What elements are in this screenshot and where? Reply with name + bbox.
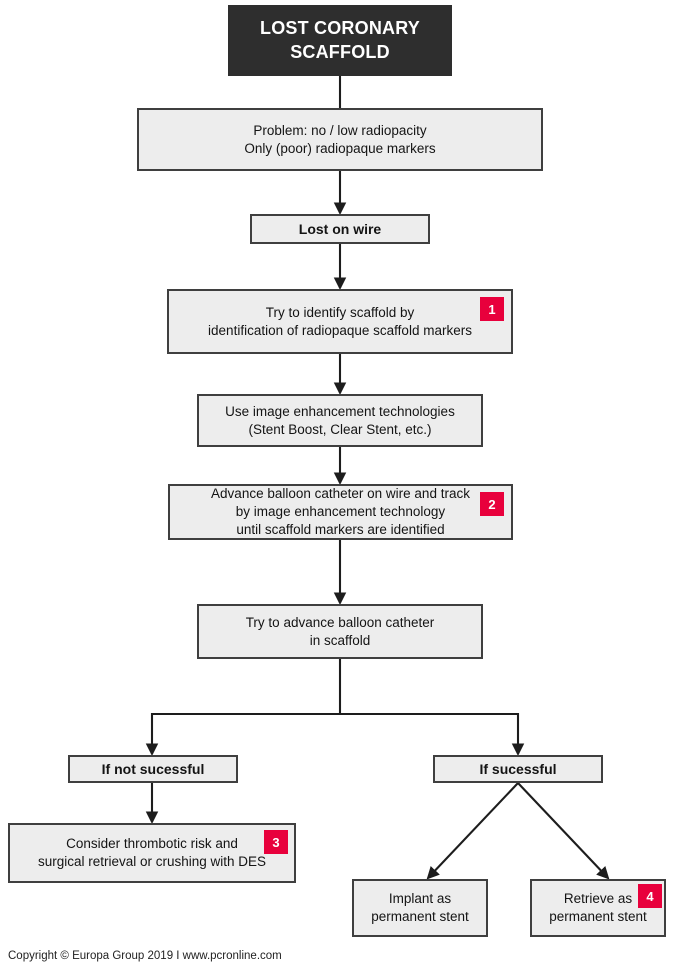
node-identify-scaffold: Try to identify scaffold by identificati… bbox=[167, 289, 513, 354]
node-if-not-successful: If not sucessful bbox=[68, 755, 238, 783]
copyright-footer: Copyright © Europa Group 2019 I www.pcro… bbox=[8, 950, 282, 962]
badge-step-3-label: 3 bbox=[272, 834, 280, 850]
node-implant-permanent-stent: Implant as permanent stent bbox=[352, 879, 488, 937]
badge-step-1: 1 bbox=[480, 297, 504, 321]
node-retrieve-permanent-stent: Retrieve as permanent stent bbox=[530, 879, 666, 937]
node-image-enhancement: Use image enhancement technologies (Sten… bbox=[197, 394, 483, 447]
node-retrieve-permanent-stent-text: Retrieve as permanent stent bbox=[549, 891, 647, 924]
badge-step-3: 3 bbox=[264, 830, 288, 854]
node-advance-balloon-track: Advance balloon catheter on wire and tra… bbox=[168, 484, 513, 540]
badge-step-2-label: 2 bbox=[488, 496, 496, 512]
badge-step-1-label: 1 bbox=[488, 301, 496, 317]
node-title-text: LOST CORONARY SCAFFOLD bbox=[260, 18, 420, 62]
badge-step-2: 2 bbox=[480, 492, 504, 516]
node-image-enhancement-text: Use image enhancement technologies (Sten… bbox=[225, 403, 455, 437]
node-advance-balloon-scaffold: Try to advance balloon catheter in scaff… bbox=[197, 604, 483, 659]
node-consider-thrombotic-risk-text: Consider thrombotic risk and surgical re… bbox=[37, 836, 267, 869]
node-lost-on-wire-text: Lost on wire bbox=[298, 220, 382, 237]
node-identify-scaffold-text: Try to identify scaffold by identificati… bbox=[208, 304, 472, 338]
node-problem: Problem: no / low radiopacity Only (poor… bbox=[137, 108, 543, 171]
node-implant-permanent-stent-text: Implant as permanent stent bbox=[371, 891, 469, 924]
node-advance-balloon-track-text: Advance balloon catheter on wire and tra… bbox=[211, 486, 470, 537]
edge-successful-to-implant bbox=[426, 782, 519, 880]
badge-step-4-label: 4 bbox=[646, 888, 654, 904]
node-advance-balloon-scaffold-text: Try to advance balloon catheter in scaff… bbox=[245, 614, 435, 648]
node-consider-thrombotic-risk: Consider thrombotic risk and surgical re… bbox=[8, 823, 296, 883]
badge-step-4: 4 bbox=[638, 884, 662, 908]
node-lost-on-wire: Lost on wire bbox=[250, 214, 430, 244]
node-if-not-successful-text: If not sucessful bbox=[101, 760, 205, 777]
node-if-successful: If sucessful bbox=[433, 755, 603, 783]
edge-successful-to-retrieve bbox=[517, 782, 610, 880]
node-lost-coronary-scaffold: LOST CORONARY SCAFFOLD bbox=[228, 5, 452, 76]
node-problem-text: Problem: no / low radiopacity Only (poor… bbox=[244, 122, 436, 156]
node-if-successful-text: If sucessful bbox=[479, 760, 557, 777]
